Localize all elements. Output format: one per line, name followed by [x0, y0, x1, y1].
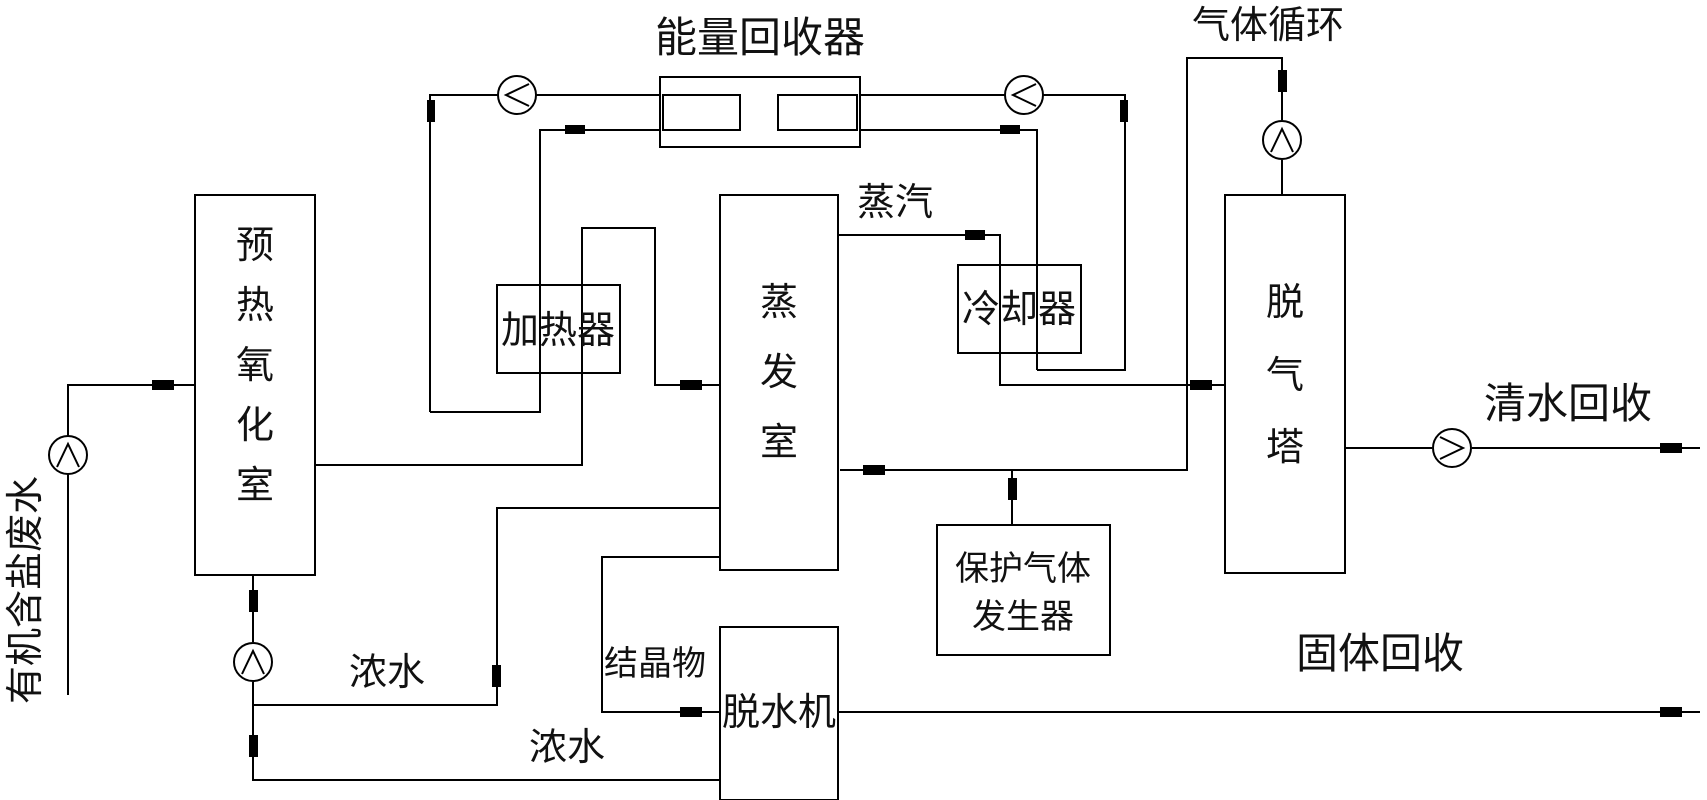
degasser-char-2: 气 — [1266, 353, 1304, 397]
clean-water-recovery-label: 清水回收 — [1484, 379, 1652, 428]
solid-recovery-label: 固体回收 — [1296, 629, 1464, 678]
energy-loop-left-pump-icon — [497, 75, 537, 115]
evaporation-char-2: 发 — [760, 350, 798, 394]
feed-pump-icon — [48, 435, 88, 475]
steam-label: 蒸汽 — [857, 180, 933, 224]
evaporation-char-1: 蒸 — [760, 280, 798, 324]
heater — [496, 284, 621, 374]
preheat-char-1: 预 — [236, 223, 274, 267]
recirc-pump-icon — [233, 642, 273, 682]
flow-arrows — [152, 70, 1682, 757]
degasser-return-pipe — [840, 385, 1188, 471]
preheat-to-heater-pipe — [315, 227, 720, 466]
protective-gas-label-2: 发生器 — [972, 597, 1074, 637]
feed-pipe-upper — [67, 384, 195, 455]
degasser-char-3: 塔 — [1266, 425, 1304, 469]
arrow-marker — [1008, 478, 1017, 500]
preheat-oxidation-chamber — [194, 194, 316, 576]
crystals-pipe — [601, 556, 720, 713]
energy-loop-left-outer — [429, 94, 498, 412]
gas-circulation-pump-icon — [1262, 120, 1302, 160]
energy-loop-right-outer — [1037, 94, 1126, 371]
arrow-marker — [249, 590, 258, 612]
pipes — [67, 57, 1700, 781]
arrow-marker — [680, 707, 702, 717]
clean-water-pump-icon — [1432, 428, 1472, 468]
concentrate-upper-label: 浓水 — [349, 650, 425, 694]
evaporation-char-3: 室 — [760, 420, 798, 464]
feed-label-vertical: 有机含盐废水 — [3, 476, 47, 704]
preheat-char-4: 化 — [236, 403, 274, 447]
arrow-marker — [1000, 125, 1020, 134]
dewatering-machine — [719, 626, 839, 800]
evaporation-chamber — [719, 194, 839, 571]
concentrate-pipe-upper — [253, 507, 720, 706]
energy-loop-right-pump-icon — [1004, 75, 1044, 115]
arrow-marker — [565, 125, 585, 134]
crystals-label: 结晶物 — [604, 644, 706, 684]
preheat-char-3: 氧 — [236, 343, 274, 387]
degasser-char-1: 脱 — [1266, 280, 1304, 324]
degasser-tower — [1224, 194, 1346, 574]
evaporation-label-group: 蒸 发 室 — [760, 280, 798, 464]
arrow-marker — [249, 735, 258, 757]
preheat-label-group: 预 热 氧 化 室 — [236, 223, 274, 507]
preheat-char-2: 热 — [236, 283, 274, 327]
protective-gas-label-1: 保护气体 — [955, 549, 1091, 589]
concentrate-pipe-lower — [252, 700, 720, 781]
dewatering-label: 脱水机 — [722, 690, 836, 734]
arrow-marker — [492, 665, 501, 687]
equipment — [194, 76, 1346, 800]
arrow-marker — [965, 230, 985, 240]
protective-gas-generator — [936, 524, 1111, 656]
arrow-marker — [1190, 380, 1212, 390]
energy-recovery-left-channel — [662, 94, 741, 131]
gas-circulation-label: 气体循环 — [1192, 3, 1344, 47]
arrow-marker — [427, 100, 435, 122]
degasser-label-group: 脱 气 塔 — [1266, 280, 1304, 469]
arrow-marker — [1660, 707, 1682, 717]
energy-loop-left-inner — [430, 129, 740, 413]
arrow-marker — [1660, 443, 1682, 453]
concentrate-lower-label: 浓水 — [529, 725, 605, 769]
preheat-char-5: 室 — [236, 463, 274, 507]
arrow-marker — [680, 380, 702, 390]
arrow-marker — [863, 465, 885, 475]
arrow-marker — [1120, 100, 1128, 122]
arrow-marker — [1278, 70, 1287, 92]
arrow-marker — [152, 380, 174, 390]
heater-label: 加热器 — [501, 308, 615, 352]
energy-recovery-right-channel — [777, 94, 858, 131]
cooler — [957, 264, 1082, 354]
cooler-label: 冷却器 — [962, 287, 1076, 331]
energy-recovery-label: 能量回收器 — [655, 13, 865, 62]
